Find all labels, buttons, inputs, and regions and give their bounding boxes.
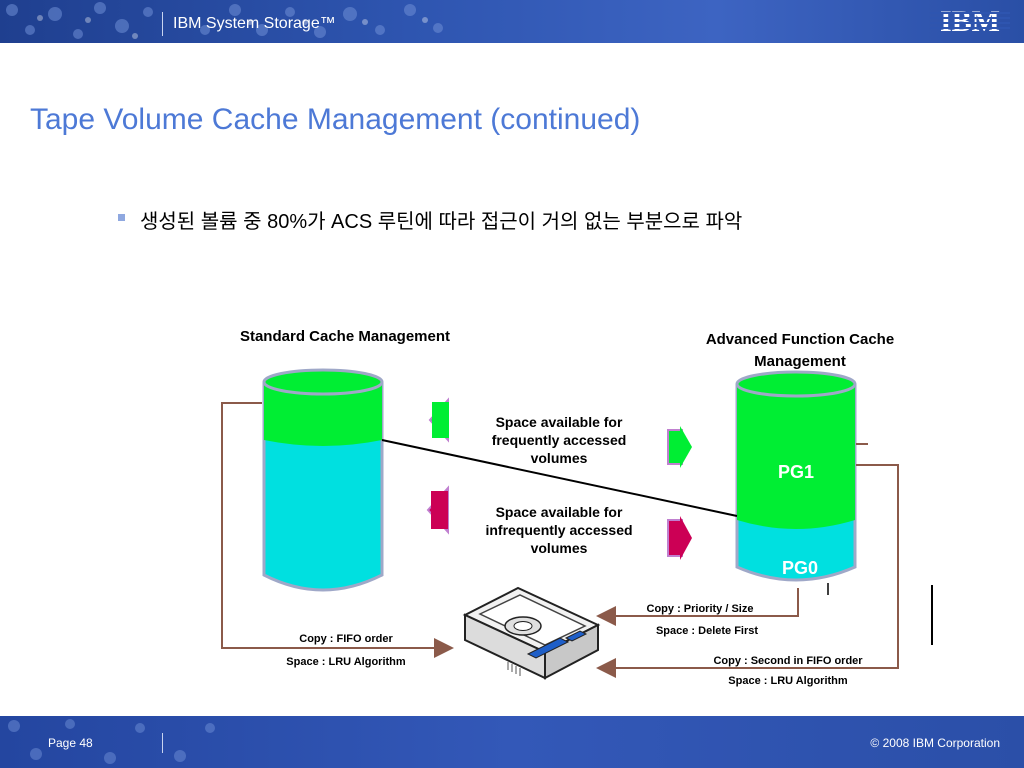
advanced-cache-cylinder: PG1 PG0 <box>735 370 857 582</box>
standard-cache-cylinder <box>262 368 384 592</box>
copy-second-fifo-label: Copy : Second in FIFO order <box>713 655 863 667</box>
right-outer-connector <box>596 464 899 678</box>
left-heading: Standard Cache Management <box>240 328 450 345</box>
magenta-arrow-left <box>426 485 449 535</box>
footer-bar: Page 48 © 2008 IBM Corporation <box>0 716 1024 768</box>
pg1-label: PG1 <box>778 462 814 482</box>
green-arrow-left <box>428 397 449 443</box>
svg-text:IBM: IBM <box>940 6 1000 36</box>
freq-label-line2: frequently accessed <box>492 432 627 448</box>
bullet-marker <box>118 214 125 221</box>
pg0-label: PG0 <box>782 558 818 578</box>
page-number: Page 48 <box>48 736 93 750</box>
left-connector <box>221 402 454 658</box>
header-decoration <box>6 2 443 39</box>
space-lru-right-label: Space : LRU Algorithm <box>728 675 848 687</box>
footer-decoration <box>8 719 215 764</box>
infreq-label-line1: Space available for <box>496 504 623 520</box>
header-bar: IBM System Storage™ IBM <box>0 0 1024 43</box>
header-separator <box>162 12 163 36</box>
right-priority-connector <box>596 588 799 626</box>
ibm-logo: IBM <box>930 6 1010 36</box>
right-heading-line1: Advanced Function Cache <box>706 331 894 348</box>
bullet-text: 생성된 볼륨 중 80%가 ACS 루틴에 따라 접근이 거의 없는 부분으로 … <box>140 211 743 233</box>
infreq-label-line3: volumes <box>531 540 588 556</box>
freq-label-line1: Space available for <box>496 414 623 430</box>
freq-label-line3: volumes <box>531 450 588 466</box>
copy-priority-label: Copy : Priority / Size <box>647 603 754 615</box>
copyright: © 2008 IBM Corporation <box>870 736 1000 750</box>
copy-fifo-label: Copy : FIFO order <box>299 633 393 645</box>
footer-separator <box>162 733 163 753</box>
green-arrow-right <box>667 426 692 468</box>
right-heading-line2: Management <box>754 353 846 370</box>
magenta-arrow-right <box>667 516 692 560</box>
page-title: Tape Volume Cache Management (continued) <box>30 103 641 136</box>
product-name: IBM System Storage™ <box>173 15 336 32</box>
space-lru-left-label: Space : LRU Algorithm <box>286 656 406 668</box>
tape-drive-icon <box>462 586 601 680</box>
space-delete-first-label: Space : Delete First <box>656 625 758 637</box>
boundary-line <box>381 439 738 517</box>
infreq-label-line2: infrequently accessed <box>485 522 632 538</box>
